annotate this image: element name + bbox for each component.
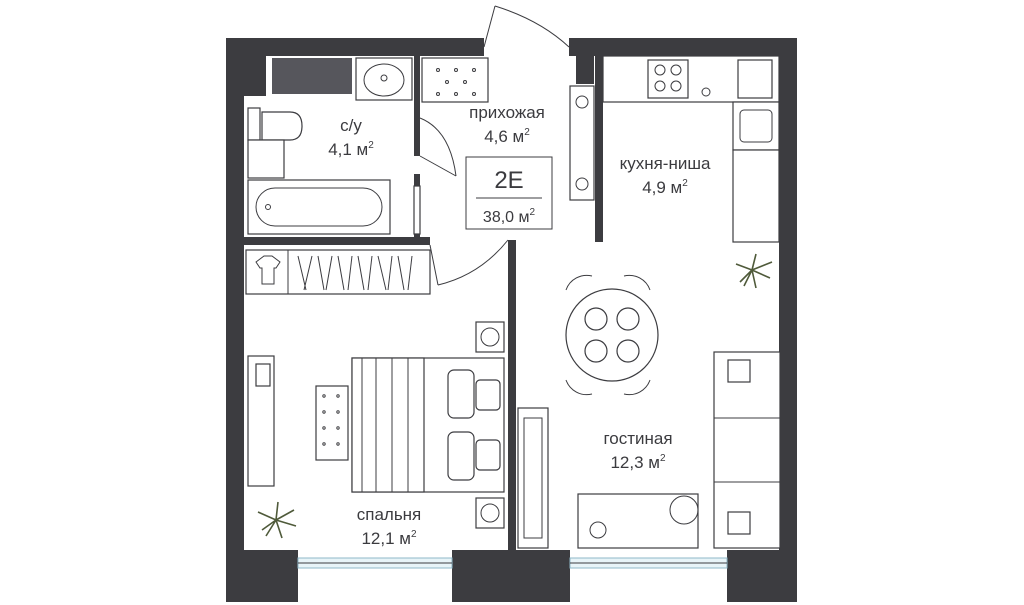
door-entrance [483,5,570,48]
plant-icon [735,253,773,289]
room-area: 4,6 м2 [484,127,530,146]
room-name: спальня [357,505,422,524]
kitchen-furniture [569,55,780,289]
room-label-living: гостиная 12,3 м2 [603,429,672,472]
wardrobe [245,249,431,295]
bedroom-furniture [247,321,505,539]
room-name: кухня-ниша [620,154,711,173]
windows [297,557,728,569]
room-name: прихожая [469,103,545,122]
bathroom-furniture [247,57,489,235]
room-label-hallway: прихожая 4,6 м2 [469,103,545,146]
room-area: 12,3 м2 [610,453,666,472]
door-bathroom [419,117,457,177]
door-bedroom [429,239,509,286]
room-label-kitchen: кухня-ниша 4,9 м2 [620,154,711,197]
room-name: гостиная [603,429,672,448]
apartment-type: 2E [494,167,523,194]
outer-walls [226,38,797,602]
room-label-bedroom: спальня 12,1 м2 [357,505,422,548]
room-area: 4,1 м2 [328,140,374,159]
total-area: 38,0 м2 [483,207,536,226]
room-label-bathroom: с/у 4,1 м2 [328,116,374,159]
plant-icon [257,501,297,539]
room-area: 4,9 м2 [642,178,688,197]
living-furniture [517,274,781,549]
apartment-badge: 2E 38,0 м2 [465,156,553,230]
room-name: с/у [340,116,362,135]
room-area: 12,1 м2 [361,529,417,548]
